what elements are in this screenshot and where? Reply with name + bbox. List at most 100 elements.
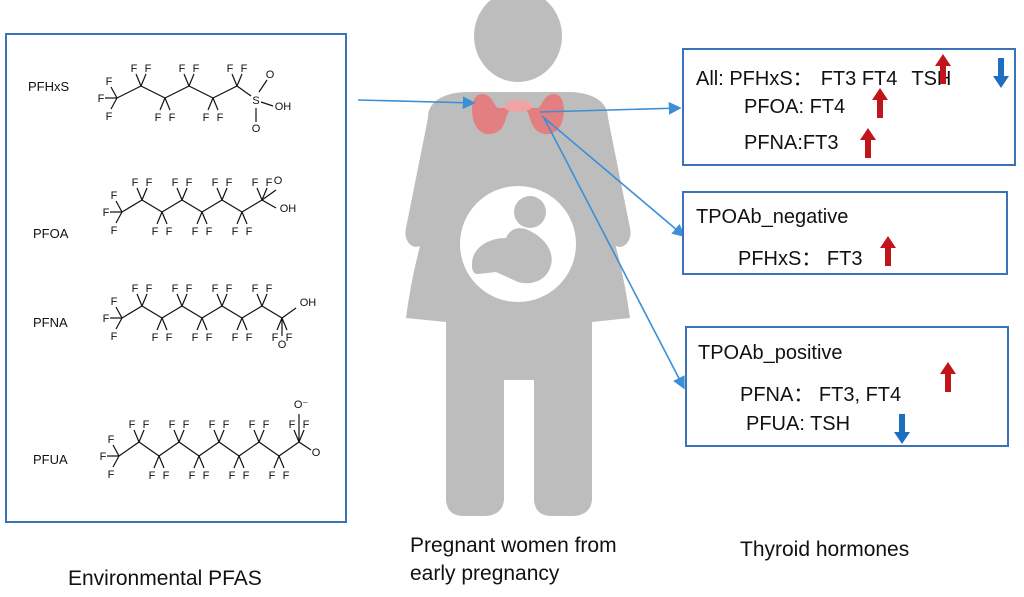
bond-line [133,429,140,443]
hydroxyl-label: OH [275,101,292,113]
bond-line [138,441,160,457]
fluorine-label: F [146,177,153,189]
fluorine-label: F [229,470,236,482]
bond-line [181,305,203,319]
bond-line [221,293,228,307]
bond-line [136,187,143,201]
bond-line [212,85,238,99]
fluorine-label: F [246,332,253,344]
arrow-up-icon [860,128,876,158]
arrow-down-icon [894,414,910,444]
bond-line [178,441,200,457]
compound-name-pfna: PFNA [33,315,68,330]
bond-line [164,97,171,111]
bond-line [173,429,180,443]
all-ft3: FT3 [820,68,857,90]
fluorine-label: F [98,93,105,105]
bond-line [261,189,277,201]
fluorine-label: F [100,451,107,463]
fluorine-label: F [283,470,290,482]
sulfur-label: S [252,95,259,107]
woman-caption-line1: Pregnant women from [410,534,617,557]
fluorine-label: F [252,177,259,189]
bond-line [233,455,240,469]
woman-caption-line2: early pregnancy [410,562,560,585]
fluorine-label: F [206,226,213,238]
fluorine-label: F [193,63,200,75]
fluorine-label: F [226,283,233,295]
fluorine-label: F [132,283,139,295]
bond-line [216,293,223,307]
bond-line [138,429,145,443]
fluorine-label: F [286,332,293,344]
oxygen-label: O [266,69,275,81]
bond-line [118,441,140,457]
compound-name-pfhxs: PFHxS [28,79,70,94]
bond-line [181,293,188,307]
arrow-pfas-to-woman [357,96,476,110]
bond-line [141,199,163,213]
arrow-up-icon [935,54,951,84]
bond-line [112,444,120,457]
fluorine-label: F [179,63,186,75]
fluorine-label: F [203,470,210,482]
bond-line [198,441,220,457]
fluorine-label: F [152,226,159,238]
woman-silhouette [405,0,631,516]
oxygen-label: O [252,123,261,135]
fluorine-label: F [131,63,138,75]
bond-line [258,429,265,443]
fluorine-label: F [212,177,219,189]
fetus-icon [472,196,552,284]
bond-line [188,73,195,87]
oxygen-label: O [278,339,287,351]
oxygen-label: O⁻ [294,399,309,411]
bond-line [135,73,142,87]
bond-line [238,455,245,469]
fluorine-label: F [106,76,113,88]
box-pos-line2: PFUA: TSH [746,413,851,435]
bond-line [158,441,180,457]
fluorine-label: F [146,283,153,295]
bond-line [164,85,190,99]
bond-line [278,455,285,469]
bond-line [293,429,300,443]
fluorine-label: F [108,434,115,446]
arrow-to-all [539,101,682,115]
fluorine-label: F [149,470,156,482]
bond-line [161,317,168,331]
fluorine-label: F [166,226,173,238]
bond-line [156,317,163,331]
fluorine-label: F [249,419,256,431]
fluorine-label: F [303,419,310,431]
fluorine-label: F [169,419,176,431]
bond-line [218,441,240,457]
bond-line [281,317,288,331]
bond-line [156,211,163,225]
bond-line [231,73,238,87]
fluorine-label: F [103,313,110,325]
bond-line [241,199,263,213]
bond-line [121,305,143,319]
arrow-up-icon [880,236,896,266]
fluorine-label: F [272,332,279,344]
fluorine-label: F [152,332,159,344]
fluorine-label: F [212,283,219,295]
bond-line [176,293,183,307]
fluorine-label: F [266,283,273,295]
bond-line [261,199,277,209]
compound-name-pfua: PFUA [33,452,68,467]
fluorine-label: F [192,226,199,238]
bond-line [241,211,248,225]
box-tpoab-positive [685,326,1009,447]
bond-line [236,211,243,225]
bond-line [161,211,168,225]
bond-line [201,211,208,225]
fluorine-label: F [209,419,216,431]
fluorine-label: F [227,63,234,75]
